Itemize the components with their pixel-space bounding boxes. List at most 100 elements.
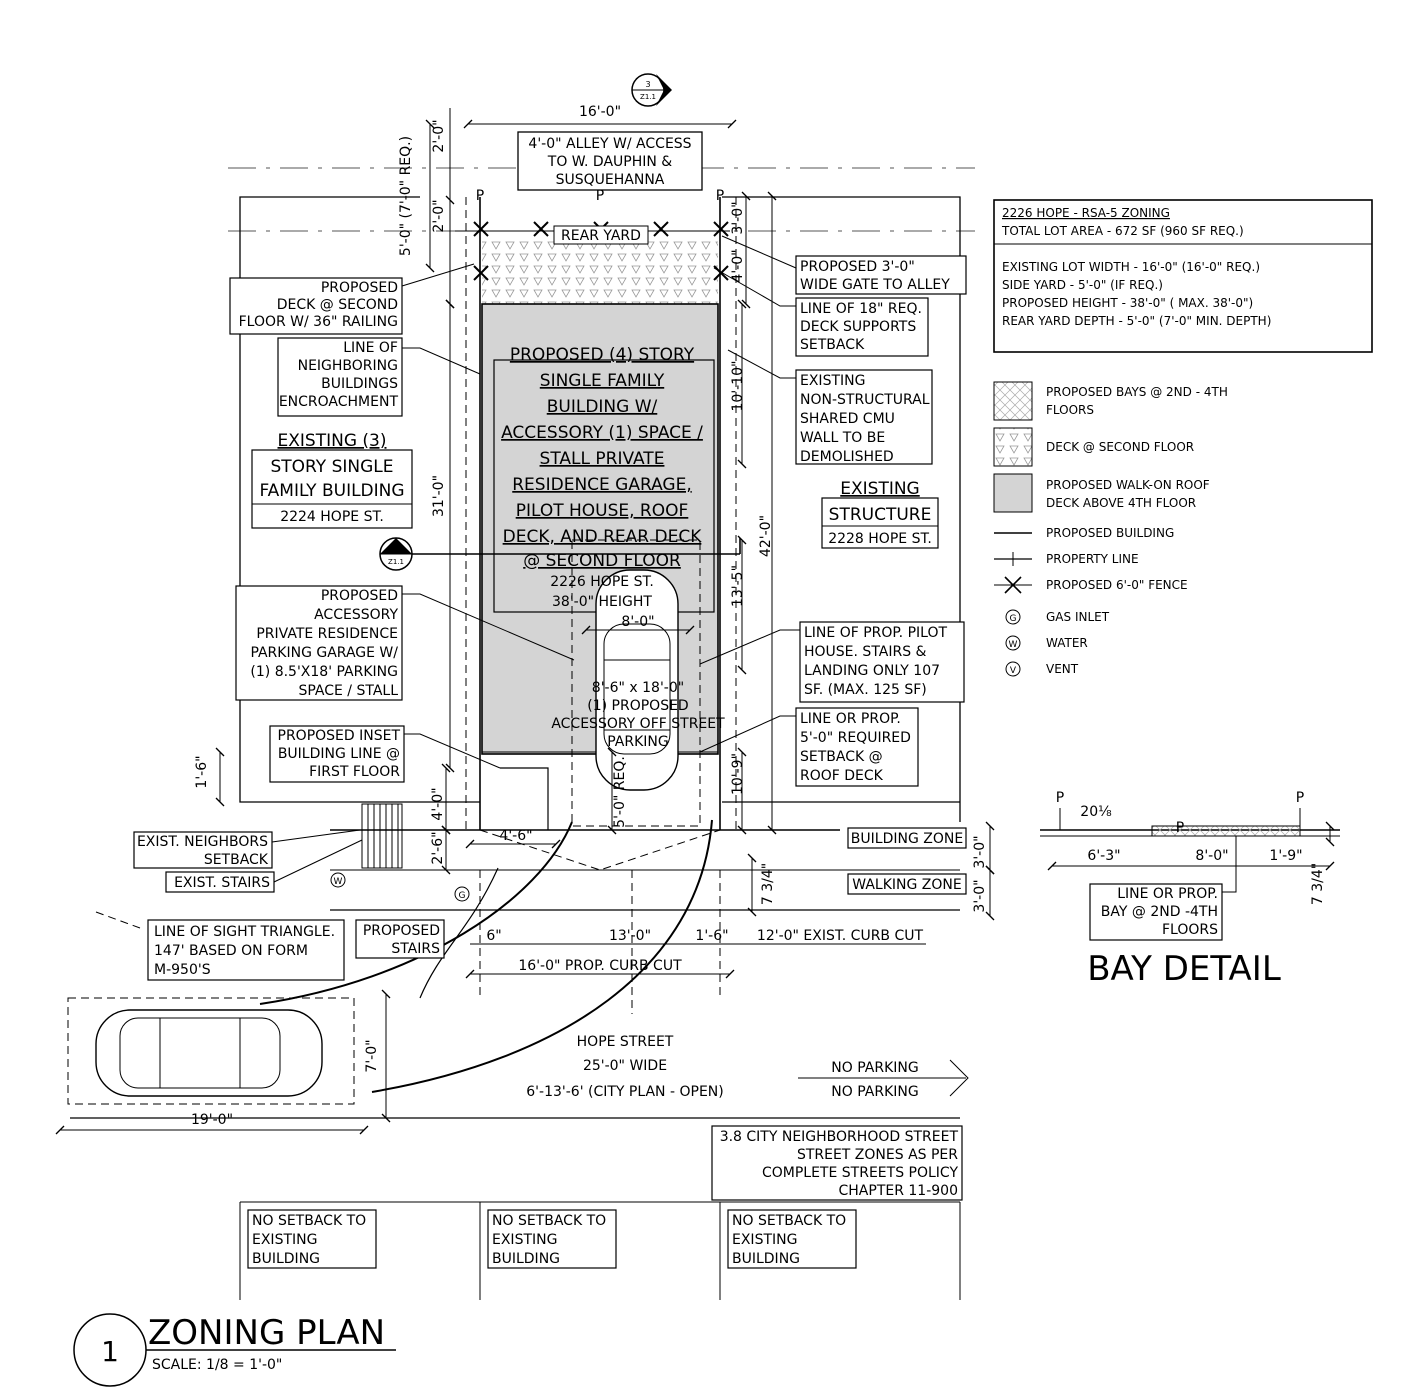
dim-1-6b: 1'-6" (695, 928, 728, 944)
note-inset: PROPOSED INSET BUILDING LINE @ FIRST FLO… (269, 725, 501, 783)
svg-text:W: W (1009, 640, 1018, 650)
svg-text:SF. (MAX. 125 SF): SF. (MAX. 125 SF) (804, 682, 927, 698)
svg-text:PROPOSED HEIGHT - 38'-0" ( MAX: PROPOSED HEIGHT - 38'-0" ( MAX. 38'-0") (1002, 296, 1253, 310)
alley-note-line: TO W. DAUPHIN & (547, 154, 673, 170)
note-pilot-house: LINE OF PROP. PILOT HOUSE. STAIRS & LAND… (699, 621, 965, 703)
svg-text:COMPLETE STREETS POLICY: COMPLETE STREETS POLICY (762, 1165, 958, 1181)
dim-19-0: 19'-0" (191, 1112, 233, 1128)
legend-roof-swatch (993, 473, 1033, 513)
svg-text:PRIVATE RESIDENCE: PRIVATE RESIDENCE (256, 626, 398, 642)
svg-text:PROPOSED (4) STORY: PROPOSED (4) STORY (510, 345, 695, 365)
car-in-garage (595, 569, 679, 791)
svg-text:PROPOSED BUILDING: PROPOSED BUILDING (1046, 526, 1174, 540)
svg-text:FLOOR W/ 36" RAILING: FLOOR W/ 36" RAILING (239, 314, 398, 330)
dim-3-0b: 3'-0" (972, 879, 988, 912)
parking-label: 8'-0" 8'-6" x 18'-0" (1) PROPOSED ACCESS… (551, 614, 725, 828)
dim-2-6: 2'-6" (430, 831, 446, 864)
svg-text:WATER: WATER (1046, 636, 1088, 650)
svg-text:NO PARKING: NO PARKING (831, 1060, 918, 1076)
existing-stairs (361, 803, 403, 869)
svg-text:5'-0" REQUIRED: 5'-0" REQUIRED (800, 730, 911, 746)
svg-text:CHAPTER 11-900: CHAPTER 11-900 (839, 1183, 959, 1199)
svg-text:PARKING: PARKING (607, 734, 668, 750)
note-roof-setback: LINE OR PROP. 5'-0" REQUIRED SETBACK @ R… (699, 707, 919, 787)
svg-text:@ SECOND FLOOR: @ SECOND FLOOR (523, 551, 681, 571)
dim-13-0: 13'-0" (609, 928, 651, 944)
svg-text:LINE OF SIGHT TRIANGLE.: LINE OF SIGHT TRIANGLE. (154, 924, 335, 940)
svg-text:GAS INLET: GAS INLET (1046, 610, 1110, 624)
alley-note-line: 4'-0" ALLEY W/ ACCESS (528, 136, 691, 152)
svg-text:M-950'S: M-950'S (154, 962, 211, 978)
prop-line-mark: P (716, 188, 724, 204)
svg-text:EXISTING: EXISTING (732, 1232, 797, 1248)
svg-text:147' BASED ON FORM: 147' BASED ON FORM (154, 943, 308, 959)
svg-text:WIDE GATE TO ALLEY: WIDE GATE TO ALLEY (800, 277, 950, 293)
dim-prop-curb-cut: 16'-0" PROP. CURB CUT (518, 958, 682, 974)
svg-text:PROPOSED 6'-0" FENCE: PROPOSED 6'-0" FENCE (1046, 578, 1188, 592)
svg-text:BUILDING: BUILDING (732, 1251, 800, 1267)
svg-text:SETBACK @: SETBACK @ (800, 749, 883, 765)
svg-text:EXISTING: EXISTING (492, 1232, 557, 1248)
svg-text:20⅛: 20⅛ (1080, 804, 1112, 820)
svg-text:REAR YARD DEPTH - 5'-0" (7'-0": REAR YARD DEPTH - 5'-0" (7'-0" MIN. DEPT… (1002, 314, 1271, 328)
svg-text:LINE OF 18" REQ.: LINE OF 18" REQ. (800, 301, 922, 317)
bay-detail-title: BAY DETAIL (1087, 949, 1281, 989)
svg-text:PARKING GARAGE W/: PARKING GARAGE W/ (250, 645, 398, 661)
svg-text:PROPOSED BAYS @ 2ND - 4TH: PROPOSED BAYS @ 2ND - 4TH (1046, 385, 1228, 399)
no-setback-note-2: NO SETBACK TO EXISTING BUILDING (487, 1209, 617, 1269)
street-label: HOPE STREET 25'-0" WIDE 6'-13'-6' (CITY … (526, 1034, 723, 1100)
svg-text:PROPOSED: PROPOSED (321, 588, 398, 604)
exist-curb-cut-label: 12'-0" EXIST. CURB CUT (757, 928, 924, 944)
legend-gas-icon (1005, 609, 1021, 625)
svg-text:WALKING ZONE: WALKING ZONE (852, 877, 961, 893)
svg-text:LINE OR PROP.: LINE OR PROP. (800, 711, 901, 727)
car-on-street (95, 1009, 323, 1097)
svg-text:G: G (1010, 614, 1017, 624)
svg-text:8'-0": 8'-0" (621, 614, 654, 630)
svg-text:7 3/4": 7 3/4" (1310, 863, 1326, 905)
svg-text:DECK, AND REAR DECK: DECK, AND REAR DECK (503, 527, 703, 547)
svg-text:3.8 CITY NEIGHBORHOOD STREET: 3.8 CITY NEIGHBORHOOD STREET (720, 1129, 959, 1145)
dim-2-0: 2'-0" (431, 199, 447, 232)
dim-7-0: 7'-0" (364, 1039, 380, 1072)
dim-6a: 6" (486, 928, 501, 944)
svg-text:G: G (459, 891, 466, 901)
note-encroachment: LINE OF NEIGHBORING BUILDINGS ENCROACHME… (277, 337, 481, 417)
svg-text:W: W (334, 877, 343, 887)
svg-text:2226 HOPE ST.: 2226 HOPE ST. (550, 574, 654, 590)
dim-lot-width: 16'-0" (579, 104, 621, 120)
section-mark-3-sheet: Z1.1 (640, 93, 656, 101)
svg-text:PROPOSED WALK-ON ROOF: PROPOSED WALK-ON ROOF (1046, 478, 1210, 492)
svg-text:SIDE YARD - 5'-0" (IF REQ.): SIDE YARD - 5'-0" (IF REQ.) (1002, 278, 1163, 292)
svg-text:SETBACK: SETBACK (800, 337, 865, 353)
title-block: 1 ZONING PLAN SCALE: 1/8 = 1'-0" (73, 1313, 396, 1387)
alley-note-line: SUSQUEHANNA (556, 172, 665, 188)
svg-text:EXIST. STAIRS: EXIST. STAIRS (174, 875, 270, 891)
svg-text:EXISTING: EXISTING (252, 1232, 317, 1248)
no-setback-note-1: NO SETBACK TO EXISTING BUILDING (247, 1209, 377, 1269)
svg-text:SHARED CMU: SHARED CMU (800, 411, 895, 427)
svg-text:25'-0" WIDE: 25'-0" WIDE (583, 1058, 667, 1074)
svg-text:FIRST FLOOR: FIRST FLOOR (309, 764, 400, 780)
legend-water-icon (1005, 635, 1021, 651)
dim-7-3-4: 7 3/4" (760, 863, 776, 905)
dim-4-0: 4'-0" (730, 249, 746, 282)
svg-text:NO PARKING: NO PARKING (831, 1084, 918, 1100)
section-mark-3-number: 3 (645, 80, 650, 89)
no-parking-sign: NO PARKING NO PARKING (798, 1059, 969, 1100)
dim-4-0b: 4'-0" (430, 787, 446, 820)
alley-note: 4'-0" ALLEY W/ ACCESS TO W. DAUPHIN & SU… (517, 131, 703, 191)
svg-text:38'-0" HEIGHT: 38'-0" HEIGHT (552, 594, 652, 610)
svg-text:HOUSE. STAIRS &: HOUSE. STAIRS & (804, 644, 927, 660)
svg-text:NO SETBACK TO: NO SETBACK TO (732, 1213, 846, 1229)
dim-10-9: 10'-9" (730, 753, 746, 795)
svg-text:FAMILY BUILDING: FAMILY BUILDING (259, 481, 404, 501)
legend-deck-swatch (993, 427, 1033, 467)
svg-text:DECK @ SECOND: DECK @ SECOND (277, 297, 398, 313)
svg-text:SPACE / STALL: SPACE / STALL (298, 683, 398, 699)
svg-text:STALL PRIVATE: STALL PRIVATE (540, 449, 665, 469)
svg-text:P: P (1176, 820, 1184, 836)
bay-detail: P P P 20⅛ 6'-3" 8'-0" 1'-9" 7 3/4" LINE … (1040, 790, 1340, 989)
prop-line-mark: P (596, 188, 604, 204)
svg-text:5'-0" REQ.: 5'-0" REQ. (612, 756, 628, 828)
